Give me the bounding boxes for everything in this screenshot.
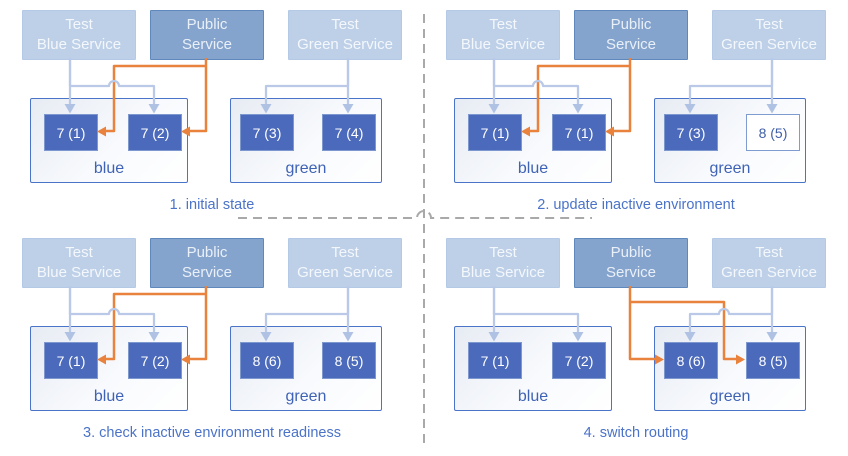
public-service-box: Public Service xyxy=(150,10,264,60)
service-label-line: Green Service xyxy=(297,36,393,53)
environment-label: blue xyxy=(517,160,549,177)
test-blue-service-box: Test Blue Service xyxy=(446,10,560,60)
pod: 8 (6) xyxy=(664,342,718,379)
quadrant-initial-state: Test Blue Service Public Service Test Gr… xyxy=(0,0,424,228)
pod: 7 (2) xyxy=(128,114,182,151)
pod: 8 (6) xyxy=(240,342,294,379)
environment-label: green xyxy=(709,388,751,405)
quadrant-caption: 3. check inactive environment readiness xyxy=(83,425,341,441)
pod: 7 (3) xyxy=(240,114,294,151)
quadrant-caption: 2. update inactive environment xyxy=(537,197,735,213)
test-blue-service-box: Test Blue Service xyxy=(22,238,136,288)
service-label-line: Test xyxy=(65,16,93,34)
service-label-line: Test xyxy=(331,16,359,34)
pod: 7 (1) xyxy=(552,114,606,151)
service-label-line: Blue Service xyxy=(36,264,122,281)
public-route-connector xyxy=(190,286,208,361)
service-label-line: Service xyxy=(605,36,657,53)
quadrant-update-inactive-environment: Test Blue Service Public Service Test Gr… xyxy=(424,0,848,228)
green-environment-box: 7 (3) 7 (4) green xyxy=(230,98,382,183)
blue-environment-box: 7 (1) 7 (2) blue xyxy=(30,326,188,411)
service-label-line: Green Service xyxy=(721,264,817,281)
service-label-line: Public xyxy=(610,16,652,34)
service-label-line: Test xyxy=(755,244,783,262)
environment-label: blue xyxy=(93,160,125,177)
service-label-line: Test xyxy=(65,244,93,262)
pod: 7 (2) xyxy=(552,342,606,379)
service-label-line: Test xyxy=(489,244,517,262)
pod: 7 (1) xyxy=(468,342,522,379)
service-label-line: Green Service xyxy=(721,36,817,53)
pod: 7 (2) xyxy=(128,342,182,379)
green-environment-box: 8 (6) 8 (5) green xyxy=(230,326,382,411)
public-route-connector xyxy=(614,58,632,133)
pod: 7 (3) xyxy=(664,114,718,151)
environment-label: green xyxy=(709,160,751,177)
service-label-line: Public xyxy=(186,244,228,262)
environment-label: blue xyxy=(517,388,549,405)
service-label-line: Blue Service xyxy=(460,36,546,53)
service-label-line: Test xyxy=(489,16,517,34)
environment-label: blue xyxy=(93,388,125,405)
public-service-box: Public Service xyxy=(150,238,264,288)
pod: 8 (5) xyxy=(322,342,376,379)
service-label-line: Blue Service xyxy=(460,264,546,281)
blue-environment-box: 7 (1) 7 (1) blue xyxy=(454,98,612,183)
quadrant-switch-routing: Test Blue Service Public Service Test Gr… xyxy=(424,228,848,456)
quadrant-check-readiness: Test Blue Service Public Service Test Gr… xyxy=(0,228,424,456)
test-green-service-box: Test Green Service xyxy=(712,238,826,288)
pod: 7 (1) xyxy=(468,114,522,151)
pod-creating: 8 (5) xyxy=(746,114,800,151)
environment-label: green xyxy=(285,160,327,177)
pod: 7 (1) xyxy=(44,342,98,379)
green-environment-box: 7 (3) 8 (5) green xyxy=(654,98,806,183)
test-blue-service-box: Test Blue Service xyxy=(446,238,560,288)
pod: 7 (1) xyxy=(44,114,98,151)
service-label-line: Service xyxy=(605,264,657,281)
service-label-line: Test xyxy=(331,244,359,262)
blue-environment-box: 7 (1) 7 (2) blue xyxy=(454,326,612,411)
public-route-connector xyxy=(190,58,208,133)
green-environment-box: 8 (6) 8 (5) green xyxy=(654,326,806,411)
test-green-service-box: Test Green Service xyxy=(288,238,402,288)
environment-label: green xyxy=(285,388,327,405)
service-label-line: Public xyxy=(610,244,652,262)
pod: 7 (4) xyxy=(322,114,376,151)
blue-environment-box: 7 (1) 7 (2) blue xyxy=(30,98,188,183)
test-green-service-box: Test Green Service xyxy=(288,10,402,60)
service-label-line: Service xyxy=(181,36,233,53)
public-route-connector xyxy=(628,286,655,361)
pod: 8 (5) xyxy=(746,342,800,379)
test-blue-service-box: Test Blue Service xyxy=(22,10,136,60)
test-green-service-box: Test Green Service xyxy=(712,10,826,60)
public-service-box: Public Service xyxy=(574,10,688,60)
service-label-line: Green Service xyxy=(297,264,393,281)
service-label-line: Test xyxy=(755,16,783,34)
quadrant-caption: 4. switch routing xyxy=(583,425,689,441)
public-service-box: Public Service xyxy=(574,238,688,288)
quadrant-caption: 1. initial state xyxy=(169,197,255,213)
service-label-line: Blue Service xyxy=(36,36,122,53)
service-label-line: Service xyxy=(181,264,233,281)
service-label-line: Public xyxy=(186,16,228,34)
